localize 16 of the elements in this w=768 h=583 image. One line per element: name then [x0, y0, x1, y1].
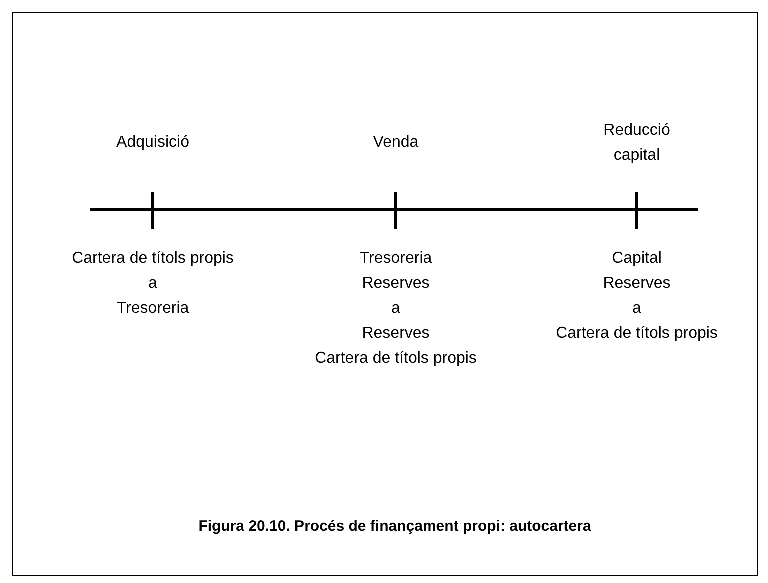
figure-caption: Figura 20.10. Procés de finançament propi: autocartera: [198, 518, 592, 535]
account-entry: Cartera de títols propis: [72, 249, 234, 269]
account-entry: Tresoreria: [116, 299, 190, 319]
account-entry: Cartera de títols propis: [556, 324, 718, 344]
account-entry: Reserves: [362, 324, 430, 344]
stage-label: Venda: [372, 133, 420, 153]
account-entry: Capital: [612, 249, 662, 269]
account-entry: Cartera de títols propis: [315, 349, 477, 369]
account-entry: Reserves: [603, 274, 671, 294]
stage-label: Adquisició: [116, 133, 190, 153]
account-entry: Tresoreria: [360, 249, 432, 269]
account-entry: a: [392, 299, 400, 319]
account-entry: a: [632, 299, 642, 319]
stage-label: Reducció capital: [602, 121, 672, 166]
account-entry: Reserves: [362, 274, 430, 294]
account-entry: a: [148, 274, 158, 294]
